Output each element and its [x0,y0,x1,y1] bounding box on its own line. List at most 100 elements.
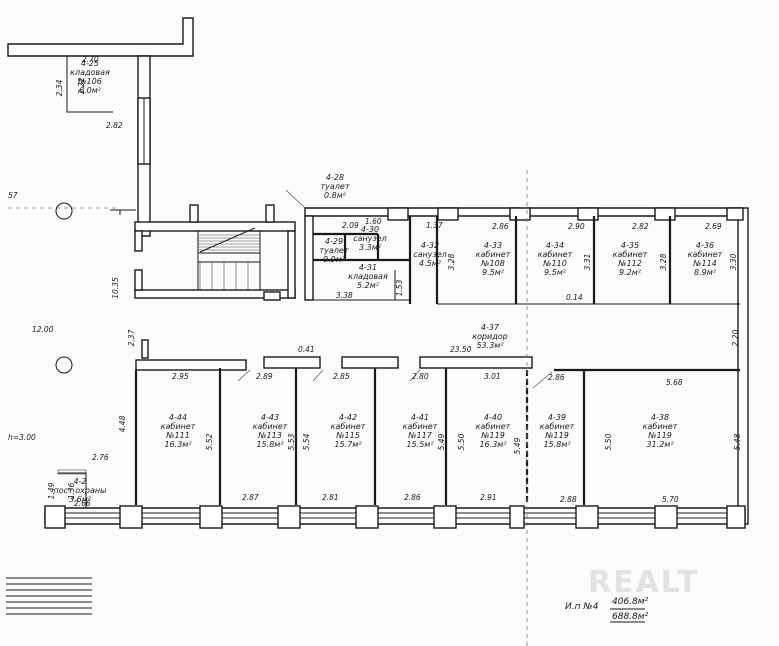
dimension-label: 2.37 [127,329,136,346]
room-type: кабинет [161,422,196,431]
dimension-label: 2.34 [55,79,64,96]
room-code: 4-37 [481,323,500,332]
dimension-label: 2.09 [342,221,359,230]
legend-label: И.п №4 [565,602,599,612]
room-code: 4-25 [81,59,99,68]
dimension-label: 5.49 [513,437,522,454]
room-code: 4-33 [484,241,502,250]
construction-lines [8,170,553,646]
room-area: 6.0м² [79,86,102,95]
dimension-label: 1.36 [67,482,76,499]
room-type: кабинет [538,250,573,259]
room-number: №113 [257,431,282,440]
room-code: 4-32 [421,241,439,250]
dimension-label: 12.00 [32,325,54,334]
room-area: 3.3м² [359,243,382,252]
staircase [197,227,261,290]
dimension-label: 2.86 [492,222,509,231]
room-area: 9.2м² [619,268,642,277]
dimension-label: 1.53 [395,279,404,296]
room-type: кабинет [253,422,288,431]
room-number: №117 [407,431,433,440]
room-code: 4-31 [359,263,377,272]
dimension-label: 2.88 [560,495,577,504]
dimension-label: 5.48 [733,433,742,450]
room-code: 4-40 [484,413,502,422]
dimension-label: 4.48 [118,415,127,432]
dimension-label: 5.68 [666,378,683,387]
room-type: кабинет [403,422,438,431]
room-number: №112 [617,259,642,268]
room-type: коридор [472,332,508,341]
dimension-label: 10.35 [111,277,120,299]
room-number: №108 [480,259,505,268]
dimension-label: 5.53 [287,433,296,450]
labels: 4-25кладовая№1066.0м²4-28туалет0.8м²4-29… [8,55,742,508]
room-number: №115 [335,431,360,440]
room-area: 8.9м² [694,268,717,277]
dimension-label: 5.70 [662,495,679,504]
dimension-label: 5.49 [437,433,446,450]
room-area: 5.2м² [357,281,380,290]
dimension-label: 2.22 [77,77,86,94]
dimension-label: 2.85 [333,372,350,381]
area-legend: И.п №4 406.8м² 688.8м² [565,597,649,623]
room-area: 3.6м² [69,495,92,504]
dimension-label: 1.49 [47,482,56,499]
dimension-label: 3.01 [484,372,501,381]
room-number: №119 [544,431,569,440]
room-code: 4-28 [326,173,344,182]
room-number: №119 [647,431,672,440]
room-type: кабинет [613,250,648,259]
room-type: кабинет [476,422,511,431]
wall-corridor-south-1 [135,359,247,371]
room-area: 15.8м² [256,440,284,449]
dimension-label: 2.69 [705,222,722,231]
dimension-label: 2.91 [480,493,497,502]
room-type: кладовая [70,68,110,77]
wall-top-left [7,17,194,57]
dimension-label: 3.31 [583,254,592,271]
dimension-label: 2.86 [548,373,565,382]
room-area: 0.8м² [324,191,347,200]
room-code: 4-42 [339,413,357,422]
dimension-label: 2.87 [242,493,259,502]
entry-steps [6,577,92,615]
room-code: 4-30 [361,225,379,234]
room-area: 15.7м² [334,440,362,449]
room-type: туалет [321,182,350,191]
dimension-label: 2.66 [74,499,91,508]
dimension-label: 5.54 [302,433,311,450]
room-area: 15.8м² [543,440,571,449]
room-code: 4-38 [651,413,669,422]
dimension-label: 2.70 [82,55,99,64]
dimension-label: 3.28 [447,253,456,270]
room-number: №119 [480,431,505,440]
room-area: 53.3м² [476,341,504,350]
room-area: 16.3м² [164,440,192,449]
room-type: санузел [353,234,387,243]
room-code: 4-29 [325,237,343,246]
dimension-label: h=3.00 [8,433,36,442]
dimension-label: 5.52 [205,433,214,450]
room-type: туалет [320,246,349,255]
room-type: пост охраны [54,486,107,495]
dimension-label: 3.38 [336,291,353,300]
dimension-label: 2.82 [106,121,123,130]
room-code: 4-35 [621,241,639,250]
room-type: санузел [413,250,447,259]
room-type: кабинет [688,250,723,259]
dimension-label: 57 [8,191,18,200]
dimension-label: 3.30 [729,253,738,270]
room-type: кабинет [476,250,511,259]
room-area: 9.5м² [482,268,505,277]
dimension-label: 2.76 [92,453,109,462]
room-number: №114 [692,259,717,268]
room-area: 0.9м² [323,255,346,264]
dimension-label: 3.28 [659,253,668,270]
wall-stair-top [134,221,296,232]
dimension-label: 2.20 [731,329,740,346]
wall-east [737,207,749,525]
dimension-label: 1.60 [365,217,382,226]
